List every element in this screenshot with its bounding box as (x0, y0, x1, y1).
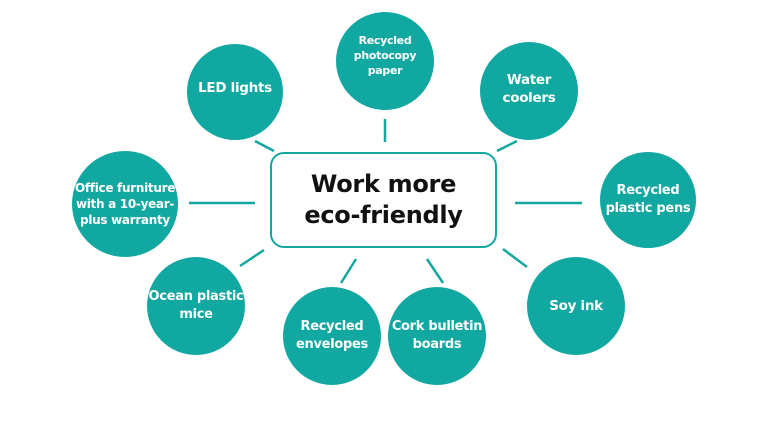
node-office-furniture: Office furniture with a 10-year- plus wa… (72, 151, 178, 257)
connector-recycled-envelopes (339, 258, 358, 284)
node-label: Water coolers (502, 72, 556, 106)
node-label: Recycled envelopes (296, 319, 368, 352)
node-label: LED lights (198, 80, 272, 96)
node-label: Office furniture with a 10-year- plus wa… (74, 181, 176, 227)
node-label: Recycled plastic pens (605, 183, 691, 216)
node-label: Soy ink (549, 298, 603, 314)
central-topic-title: Work more eco-friendly (304, 170, 463, 229)
node-cork-bulletin-boards: Cork bulletin boards (388, 287, 486, 385)
connector-led-lights (254, 139, 275, 153)
central-topic-box: Work more eco-friendly (270, 152, 497, 248)
node-plastic-pens: Recycled plastic pens (600, 152, 696, 248)
node-water-coolers: Water coolers (480, 42, 578, 140)
node-label: Recycled photocopy paper (353, 33, 417, 77)
connector-ocean-plastic-mice (239, 248, 265, 268)
node-soy-ink: Soy ink (527, 257, 625, 355)
node-photocopy-paper: Recycled photocopy paper (336, 12, 434, 110)
node-label: Cork bulletin boards (391, 319, 483, 352)
node-label: Ocean plastic mice (148, 289, 244, 322)
node-led-lights: LED lights (187, 44, 283, 140)
connector-soy-ink (502, 248, 528, 268)
node-recycled-envelopes: Recycled envelopes (283, 287, 381, 385)
connector-cork-bulletin-boards (425, 258, 445, 284)
connector-water-coolers (496, 139, 518, 153)
node-ocean-plastic-mice: Ocean plastic mice (147, 257, 245, 355)
